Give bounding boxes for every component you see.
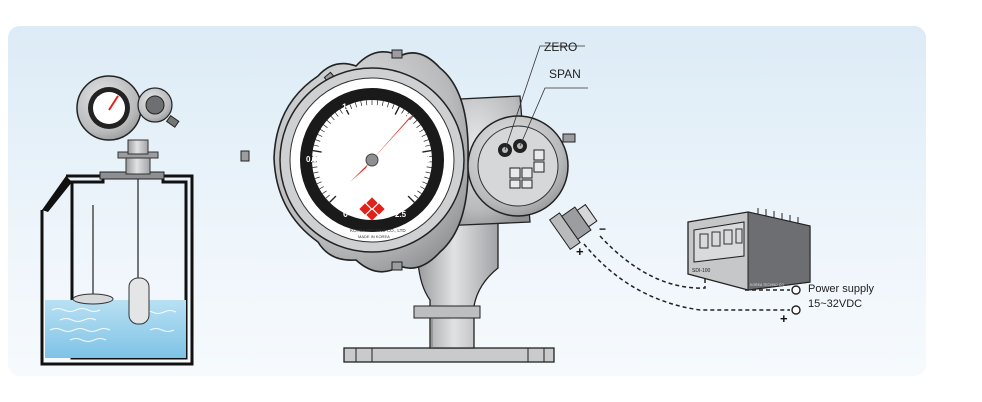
display-digits <box>699 228 743 249</box>
gauge-tick <box>405 112 410 117</box>
maker-text: KOREA TECHNO CO., LTD <box>350 228 406 233</box>
gauge-tick <box>425 171 431 174</box>
gauge-tick <box>354 102 357 108</box>
gauge-tick <box>317 134 323 137</box>
gauge-tick <box>322 190 327 195</box>
gauge-pointer-tail <box>350 164 368 182</box>
span-leader-line <box>519 87 588 147</box>
gauge-tick <box>426 166 432 168</box>
gauge-tick <box>320 129 325 133</box>
zero-leader-line <box>504 45 585 151</box>
small-gauge-pointer <box>108 95 119 111</box>
gauge-tick <box>416 124 421 128</box>
gauge-tick <box>319 186 324 190</box>
gauge-tick <box>349 104 353 109</box>
gauge-tick <box>360 100 363 107</box>
gauge-tick <box>407 195 415 203</box>
gauge-tick <box>401 109 405 114</box>
power-pos-mark: + <box>780 311 788 326</box>
gauge-tick <box>387 102 390 108</box>
tank-installation <box>40 75 194 366</box>
small-gauge-face <box>93 92 125 124</box>
gauge-tick <box>421 134 427 137</box>
tank-wall <box>40 174 194 366</box>
small-riser <box>125 157 151 175</box>
zero-label: ZERO <box>544 40 578 54</box>
gauge-tick <box>339 109 343 114</box>
gauge-hub <box>365 153 379 167</box>
float-disc <box>72 293 114 305</box>
terminal-neg-mark: − <box>599 222 606 236</box>
origin-text: MADE IN KOREA <box>358 234 390 239</box>
small-cable-gland <box>165 114 180 128</box>
gauge-tick <box>394 106 400 115</box>
wire-pos <box>583 243 790 311</box>
gauge-tick <box>381 100 384 107</box>
gauge-tick <box>423 139 429 142</box>
gauge-tick <box>316 181 322 185</box>
gauge-tick <box>313 171 319 174</box>
gauge-tick <box>422 149 432 153</box>
scale-label-2: 2 <box>425 154 430 164</box>
cable-gland <box>548 203 598 251</box>
small-side-cover <box>145 95 165 115</box>
gauge-tick <box>413 120 418 124</box>
gauge-tick <box>329 195 337 203</box>
gauge-tick <box>312 149 322 153</box>
gauge-tick <box>330 116 335 121</box>
gauge-tick <box>315 139 321 142</box>
terminal-blocks <box>509 149 545 189</box>
power-supply-label: Power supply <box>808 283 875 295</box>
gauge-tick <box>314 176 320 179</box>
gauge-tick <box>323 124 328 128</box>
display-heatsink <box>757 208 799 224</box>
displacer <box>128 277 150 325</box>
gauge-tick <box>326 120 331 124</box>
gauge-tick <box>409 116 414 121</box>
display-small-text: KOREA TECHNO CO. <box>750 283 785 287</box>
voltage-label: 15~32VDC <box>808 298 863 310</box>
gauge-tick <box>419 129 424 133</box>
gauge-pointer <box>372 113 415 160</box>
gauge-tick <box>325 194 330 199</box>
cover-bolt-right <box>562 133 576 143</box>
terminal-board <box>477 125 559 207</box>
scale-label-2-5: 2.5 <box>395 210 407 219</box>
span-label: SPAN <box>549 67 581 81</box>
tank-liquid <box>45 300 186 358</box>
gauge-tick <box>424 176 430 179</box>
scale-label-0-5: 0.5 <box>306 155 318 164</box>
small-neck <box>127 139 149 155</box>
gauge-tick <box>391 104 395 109</box>
gauge-tick <box>425 144 431 147</box>
gauge-ticks <box>312 100 432 203</box>
power-terminal-neg <box>791 285 801 295</box>
wire-neg <box>599 235 706 289</box>
display-model: SDI-100 <box>692 268 711 274</box>
gauge-tick <box>334 112 339 117</box>
gauge-tick <box>417 190 422 195</box>
elbow-collar <box>413 305 481 319</box>
gauge-tick <box>344 106 350 115</box>
gauge-tick <box>422 181 428 185</box>
mount-flange <box>343 347 555 363</box>
display-side <box>747 211 811 291</box>
liquid-ripples <box>49 308 177 342</box>
scale-label-1-5: 1.5 <box>398 113 410 122</box>
scale-label-1: 1 <box>342 102 347 112</box>
scale-label-0: 0 <box>343 209 348 219</box>
power-terminal-pos <box>791 305 801 315</box>
tank-corner <box>42 176 72 212</box>
terminal-pos-mark: + <box>576 244 584 259</box>
gauge-tick <box>420 186 425 190</box>
flange-bolts <box>355 348 545 362</box>
electronics-housing <box>467 45 598 251</box>
gauge-tick <box>312 166 318 168</box>
gauge-tick <box>313 144 319 147</box>
gauge-tick <box>414 194 419 199</box>
panel-display: SDI-100 KOREA TECHNO CO. <box>687 208 811 291</box>
